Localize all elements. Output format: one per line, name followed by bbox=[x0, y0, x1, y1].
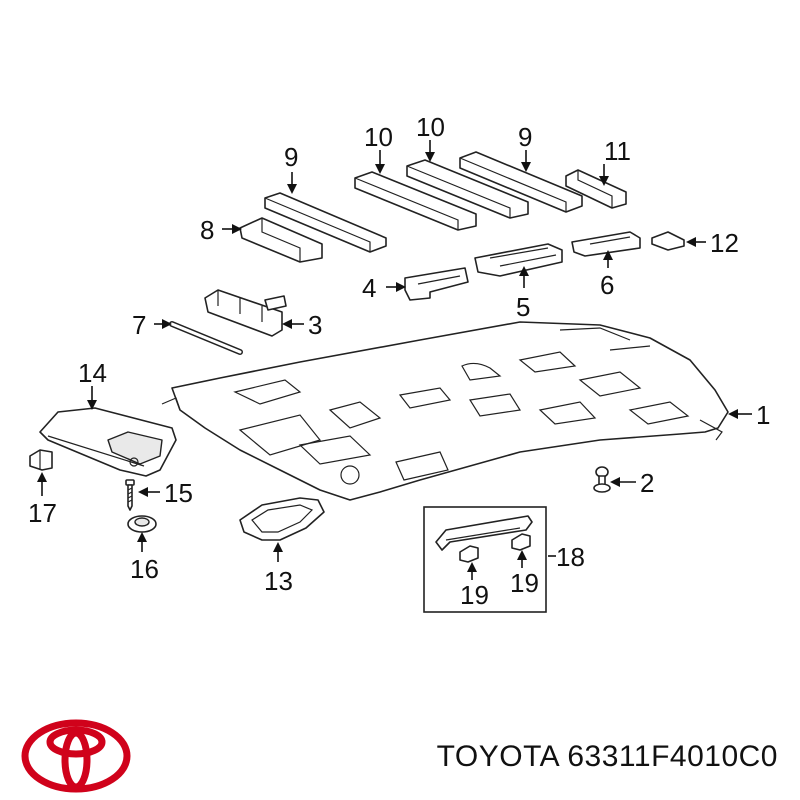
callout-14: 14 bbox=[78, 358, 107, 388]
lamp-cover-part bbox=[239, 497, 325, 541]
leader-lines bbox=[37, 140, 752, 580]
rod-part bbox=[169, 321, 243, 355]
callout-17: 17 bbox=[28, 498, 57, 528]
sun-visor-part bbox=[39, 407, 177, 477]
bracket-part-6 bbox=[571, 231, 641, 257]
callout-9-right: 9 bbox=[518, 122, 532, 152]
part-number-label: TOYOTA 63311F4010C0 bbox=[436, 740, 778, 773]
bracket-part-4 bbox=[404, 267, 469, 301]
clip-part-19-right bbox=[511, 533, 531, 551]
clip-part-12 bbox=[651, 231, 685, 251]
clip-part-19-left bbox=[459, 545, 479, 563]
callout-11: 11 bbox=[604, 136, 631, 166]
pad-part-9-right bbox=[459, 151, 583, 213]
screw-part bbox=[125, 479, 135, 511]
callout-7: 7 bbox=[132, 310, 146, 340]
callout-5: 5 bbox=[516, 292, 530, 322]
callout-13: 13 bbox=[264, 566, 293, 596]
assist-grip-part bbox=[423, 506, 547, 613]
callout-19-left: 19 bbox=[460, 580, 489, 610]
callout-10-left: 10 bbox=[364, 122, 393, 152]
callout-18: 18 bbox=[556, 542, 585, 572]
callout-2: 2 bbox=[640, 468, 654, 498]
toyota-logo-icon bbox=[21, 719, 131, 793]
callout-15: 15 bbox=[164, 478, 193, 508]
clip-part bbox=[593, 466, 611, 493]
pad-part-8 bbox=[239, 217, 323, 263]
callout-9-left: 9 bbox=[284, 142, 298, 172]
callout-16: 16 bbox=[130, 554, 159, 584]
pad-part-10-left bbox=[354, 171, 477, 231]
callout-12: 12 bbox=[710, 228, 739, 258]
callout-8: 8 bbox=[200, 215, 214, 245]
headliner-part bbox=[161, 321, 729, 501]
pad-part-10-right bbox=[406, 159, 529, 219]
callout-19-right: 19 bbox=[510, 568, 539, 598]
callout-3: 3 bbox=[308, 310, 322, 340]
callout-4: 4 bbox=[362, 273, 376, 303]
bracket-part-5 bbox=[474, 243, 563, 277]
pad-part-9-left bbox=[264, 192, 387, 253]
callout-6: 6 bbox=[600, 270, 614, 300]
bracket-part-3 bbox=[204, 289, 287, 337]
callout-labels: 1 2 3 4 5 6 7 8 9 10 10 9 11 12 13 14 15… bbox=[28, 112, 770, 610]
pad-part-11 bbox=[565, 169, 627, 209]
holder-part bbox=[127, 515, 157, 533]
callout-1: 1 bbox=[756, 400, 770, 430]
callout-10-right: 10 bbox=[416, 112, 445, 142]
clip-part-17 bbox=[29, 449, 53, 471]
